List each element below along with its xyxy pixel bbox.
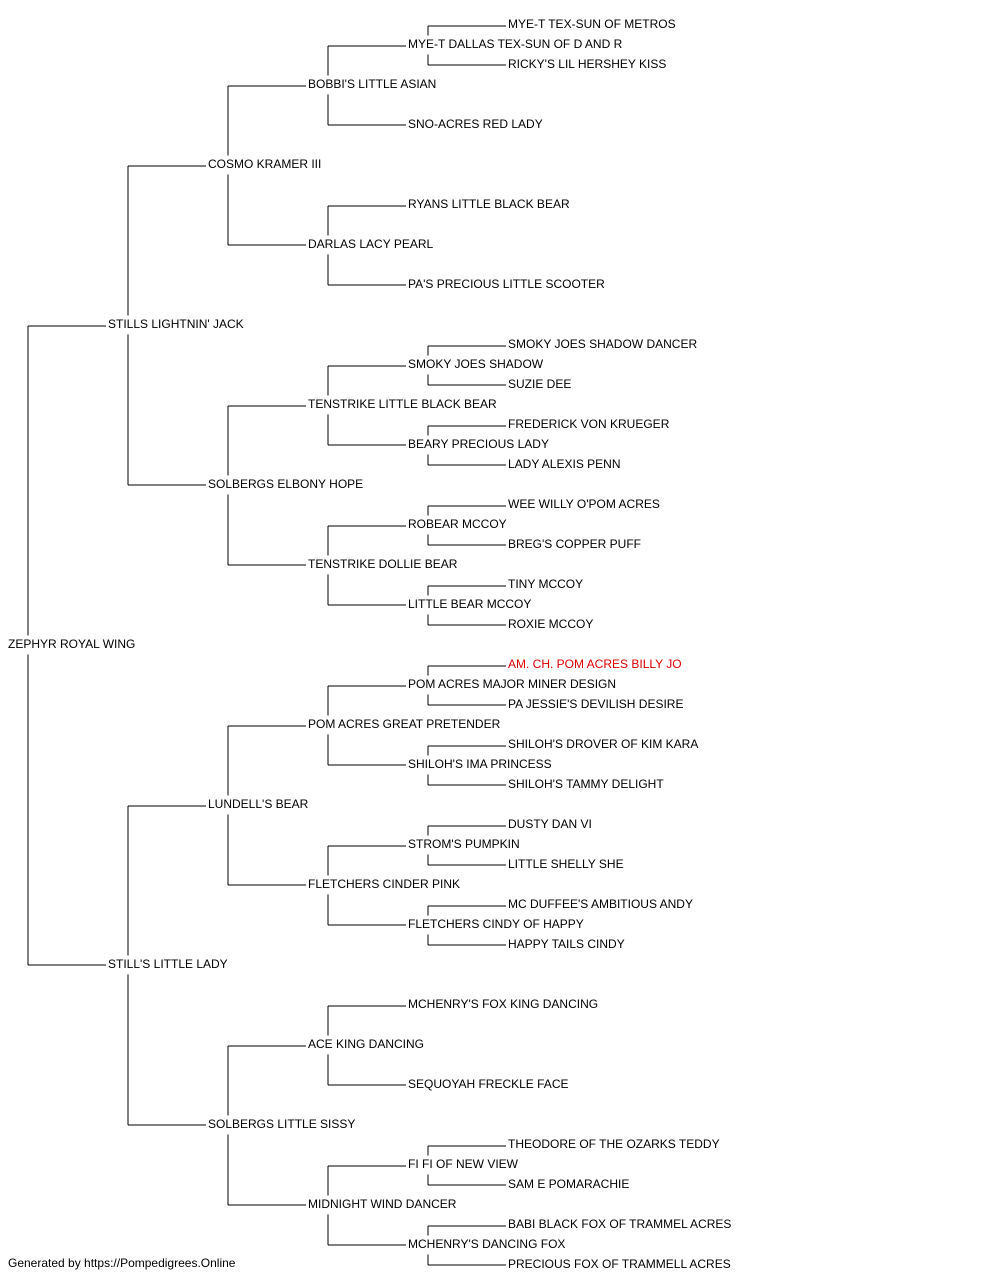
- dog-name-s-d-d-d[interactable]: LITTLE BEAR MCCOY: [408, 597, 531, 611]
- dog-name-d-d-s[interactable]: ACE KING DANCING: [308, 1037, 424, 1051]
- dog-name-s-d-d[interactable]: TENSTRIKE DOLLIE BEAR: [308, 557, 458, 571]
- dog-name-d-d-s-s[interactable]: MCHENRY'S FOX KING DANCING: [408, 997, 598, 1011]
- dog-name-d-d-d[interactable]: MIDNIGHT WIND DANCER: [308, 1197, 457, 1211]
- dog-name-d-s-s-s-d[interactable]: PA JESSIE'S DEVILISH DESIRE: [508, 697, 683, 711]
- dog-name-d-s-d-d[interactable]: FLETCHERS CINDY OF HAPPY: [408, 917, 584, 931]
- dog-name-s-d-d-d-d[interactable]: ROXIE MCCOY: [508, 617, 593, 631]
- dog-name-d-d-d-d[interactable]: MCHENRY'S DANCING FOX: [408, 1237, 565, 1251]
- dog-name-d-d-d-d-s[interactable]: BABI BLACK FOX OF TRAMMEL ACRES: [508, 1217, 731, 1231]
- dog-name-s-d-s-d-d[interactable]: LADY ALEXIS PENN: [508, 457, 621, 471]
- dog-name-s-s-d-d[interactable]: PA'S PRECIOUS LITTLE SCOOTER: [408, 277, 605, 291]
- dog-name-s-d-d-s-s[interactable]: WEE WILLY O'POM ACRES: [508, 497, 660, 511]
- dog-name-s[interactable]: STILLS LIGHTNIN' JACK: [108, 317, 244, 331]
- dog-name-d-s-d[interactable]: FLETCHERS CINDER PINK: [308, 877, 460, 891]
- dog-name-s-d-s-s-d[interactable]: SUZIE DEE: [508, 377, 571, 391]
- dog-name-d-s-s[interactable]: POM ACRES GREAT PRETENDER: [308, 717, 501, 731]
- dog-name-d-s-d-d-d[interactable]: HAPPY TAILS CINDY: [508, 937, 625, 951]
- dog-name-s-d-d-d-s[interactable]: TINY MCCOY: [508, 577, 583, 591]
- dog-name-s-s-d[interactable]: DARLAS LACY PEARL: [308, 237, 433, 251]
- dog-name-d-s-s-s[interactable]: POM ACRES MAJOR MINER DESIGN: [408, 677, 616, 691]
- dog-name-d-s-s-s-s[interactable]: AM. CH. POM ACRES BILLY JO: [508, 657, 682, 671]
- dog-name-s-s-s-s-d[interactable]: RICKY'S LIL HERSHEY KISS: [508, 57, 666, 71]
- dog-name-d[interactable]: STILL'S LITTLE LADY: [108, 957, 228, 971]
- dog-name-s-s-s-s-s[interactable]: MYE-T TEX-SUN OF METROS: [508, 17, 676, 31]
- dog-name-d-s[interactable]: LUNDELL'S BEAR: [208, 797, 309, 811]
- dog-name-d-s-s-d-s[interactable]: SHILOH'S DROVER OF KIM KARA: [508, 737, 698, 751]
- dog-name-s-d-d-s-d[interactable]: BREG'S COPPER PUFF: [508, 537, 641, 551]
- dog-name-d-s-d-d-s[interactable]: MC DUFFEE'S AMBITIOUS ANDY: [508, 897, 693, 911]
- dog-name-d-s-d-s-s[interactable]: DUSTY DAN VI: [508, 817, 592, 831]
- dog-name-d-d-d-s-d[interactable]: SAM E POMARACHIE: [508, 1177, 629, 1191]
- dog-name-d-d-d-d-d[interactable]: PRECIOUS FOX OF TRAMMELL ACRES: [508, 1257, 731, 1271]
- dog-name-d-s-s-d[interactable]: SHILOH'S IMA PRINCESS: [408, 757, 552, 771]
- footer-credit: Generated by https://Pompedigrees.Online: [8, 1256, 236, 1270]
- dog-name-s-d-s-s-s[interactable]: SMOKY JOES SHADOW DANCER: [508, 337, 697, 351]
- dog-name-s-s[interactable]: COSMO KRAMER III: [208, 157, 321, 171]
- dog-name-d-d-s-d[interactable]: SEQUOYAH FRECKLE FACE: [408, 1077, 568, 1091]
- dog-name-s-s-s[interactable]: BOBBI'S LITTLE ASIAN: [308, 77, 436, 91]
- dog-name-d-d-d-s-s[interactable]: THEODORE OF THE OZARKS TEDDY: [508, 1137, 720, 1151]
- dog-name-d-s-d-s-d[interactable]: LITTLE SHELLY SHE: [508, 857, 624, 871]
- dog-name-s-d-s-d-s[interactable]: FREDERICK VON KRUEGER: [508, 417, 670, 431]
- dog-name-s-d[interactable]: SOLBERGS ELBONY HOPE: [208, 477, 363, 491]
- dog-name-d-d-d-s[interactable]: FI FI OF NEW VIEW: [408, 1157, 519, 1171]
- dog-name-s-d-d-s[interactable]: ROBEAR MCCOY: [408, 517, 507, 531]
- dog-name[interactable]: ZEPHYR ROYAL WING: [8, 637, 135, 651]
- dog-name-s-d-s[interactable]: TENSTRIKE LITTLE BLACK BEAR: [308, 397, 497, 411]
- dog-name-s-s-s-s[interactable]: MYE-T DALLAS TEX-SUN OF D AND R: [408, 37, 623, 51]
- dog-name-s-s-s-d[interactable]: SNO-ACRES RED LADY: [408, 117, 543, 131]
- dog-name-d-s-d-s[interactable]: STROM'S PUMPKIN: [408, 837, 520, 851]
- dog-name-s-s-d-s[interactable]: RYANS LITTLE BLACK BEAR: [408, 197, 570, 211]
- dog-name-s-d-s-d[interactable]: BEARY PRECIOUS LADY: [408, 437, 549, 451]
- dog-name-s-d-s-s[interactable]: SMOKY JOES SHADOW: [408, 357, 544, 371]
- dog-name-d-d[interactable]: SOLBERGS LITTLE SISSY: [208, 1117, 355, 1131]
- dog-name-d-s-s-d-d[interactable]: SHILOH'S TAMMY DELIGHT: [508, 777, 664, 791]
